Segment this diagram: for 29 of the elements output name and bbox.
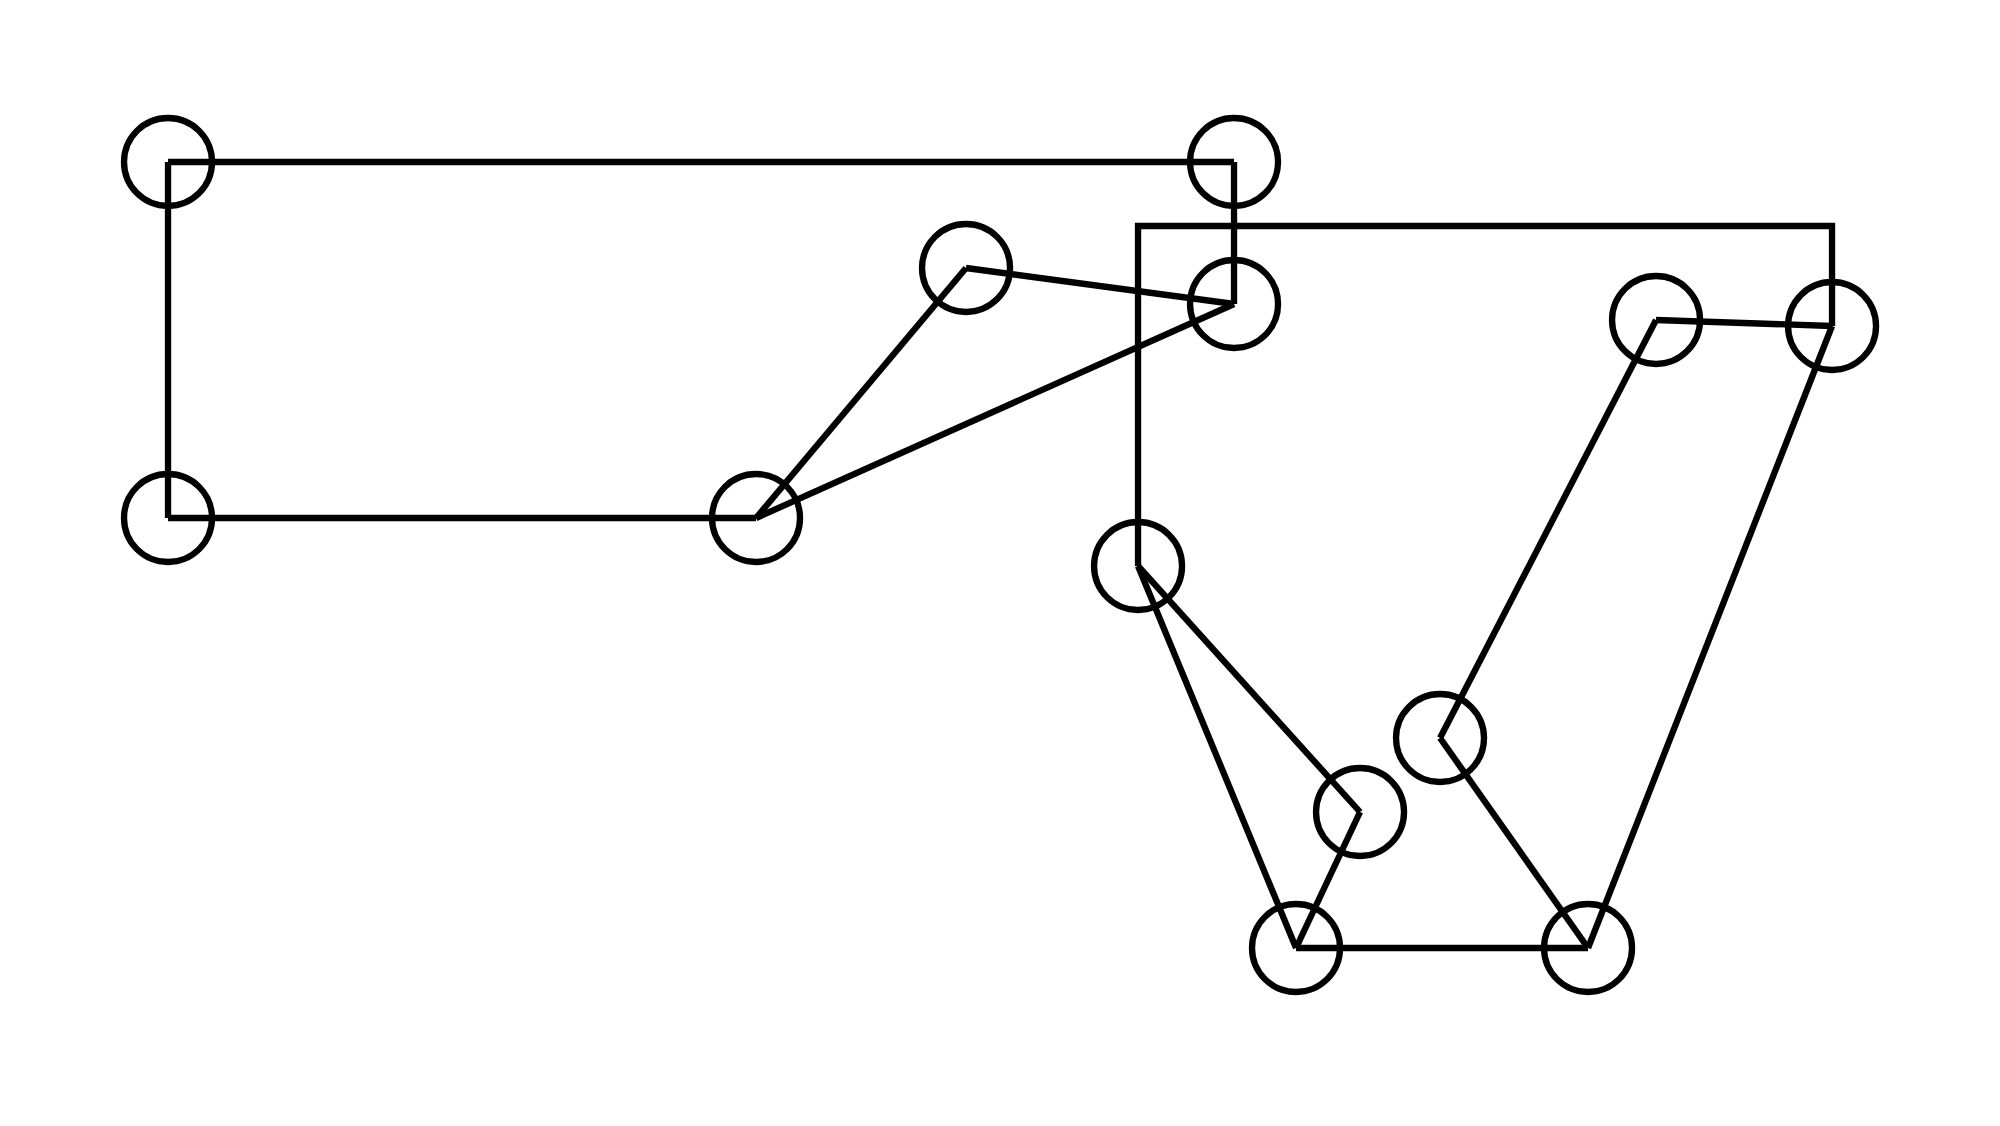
connector-line bbox=[1296, 944, 1589, 952]
connector-line bbox=[1585, 324, 1835, 950]
connector-line bbox=[168, 514, 757, 522]
connector-line bbox=[754, 301, 1236, 521]
connector-line bbox=[168, 158, 1234, 166]
connector-line bbox=[1437, 736, 1591, 950]
vertex-circle bbox=[708, 470, 804, 566]
connector-line bbox=[1230, 162, 1238, 304]
vertex-circle bbox=[918, 220, 1014, 316]
connector-line bbox=[1437, 318, 1659, 740]
vertex-circle bbox=[1312, 764, 1408, 860]
connector-line bbox=[1293, 810, 1363, 950]
vertex-circle bbox=[1540, 900, 1636, 996]
connector-line bbox=[1655, 316, 1833, 330]
vertex-circle bbox=[1784, 278, 1880, 374]
vertex-circle bbox=[120, 114, 216, 210]
vertex-circle bbox=[1186, 256, 1282, 352]
connector-line bbox=[1135, 564, 1299, 950]
vertex-circle bbox=[1392, 690, 1488, 786]
vertex-circle bbox=[1608, 272, 1704, 368]
connector-line bbox=[1134, 222, 1836, 566]
vertex-circle bbox=[1186, 114, 1282, 210]
connector-line bbox=[164, 162, 172, 518]
vertex-circle bbox=[1248, 900, 1344, 996]
connector-line bbox=[753, 265, 969, 521]
connector-line bbox=[1135, 563, 1363, 815]
connector-line bbox=[965, 264, 1235, 308]
vertex-circle bbox=[120, 470, 216, 566]
vertex-circle bbox=[1090, 518, 1186, 614]
